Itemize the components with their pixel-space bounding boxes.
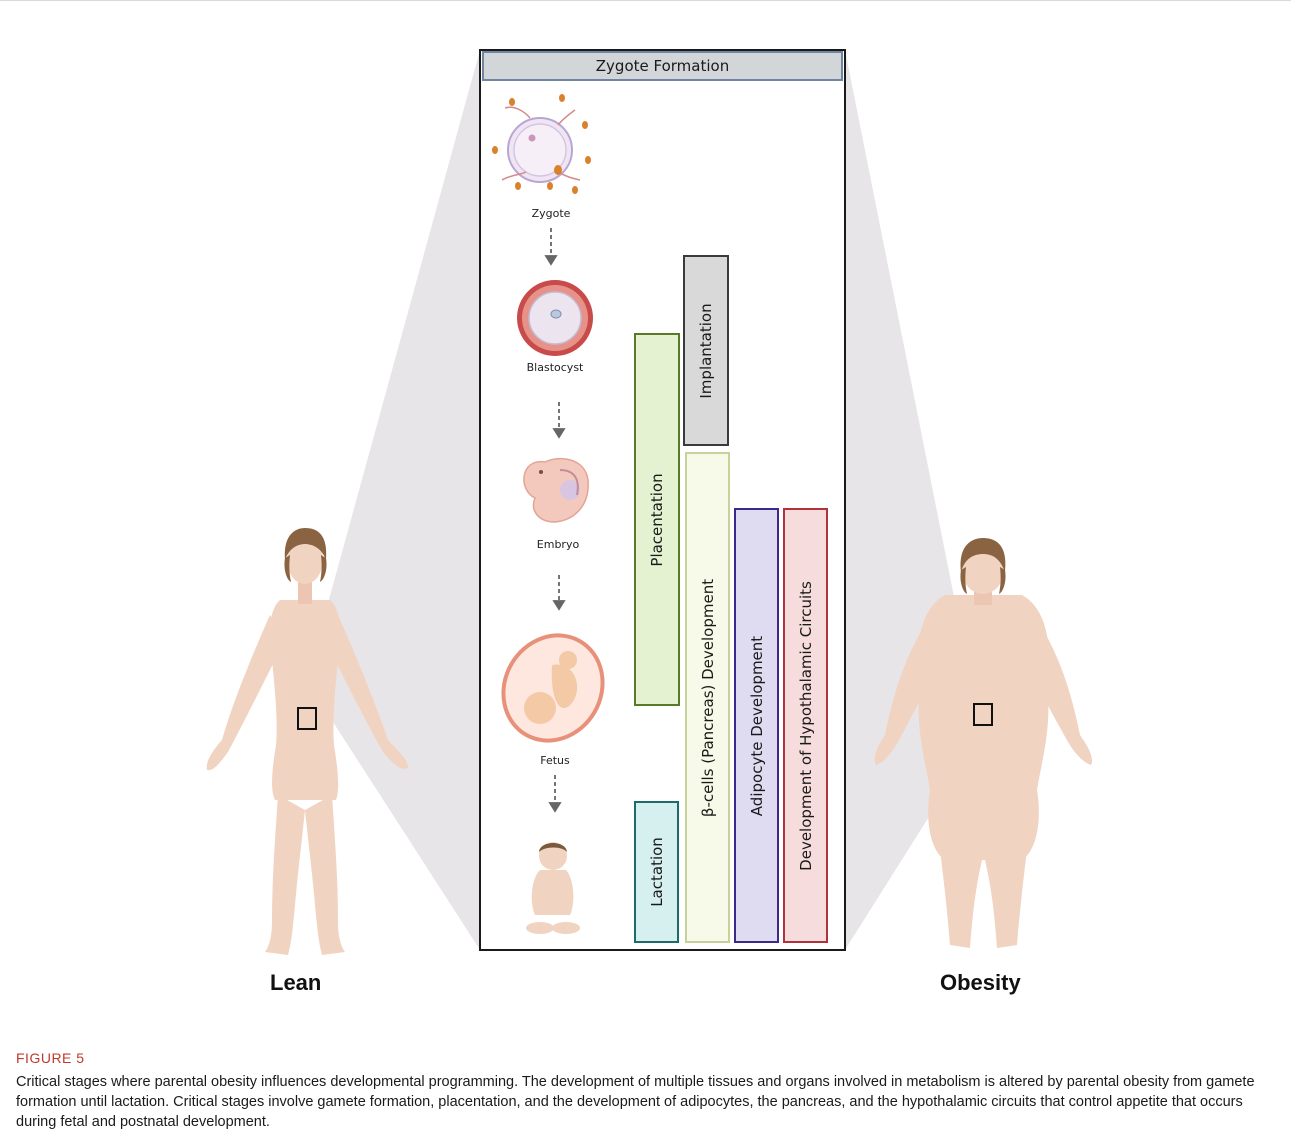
bar-adipocyte-label: Adipocyte Development <box>748 635 766 815</box>
stage-label-blastocyst: Blastocyst <box>505 361 605 374</box>
bar-lactation-label: Lactation <box>648 837 666 907</box>
bar-placentation: Placentation <box>634 333 680 706</box>
stage-label-embryo: Embryo <box>508 538 608 551</box>
zygote-formation-header: Zygote Formation <box>482 51 843 81</box>
lean-label: Lean <box>270 970 321 996</box>
blastocyst-icon <box>517 280 593 356</box>
bar-implantation-label: Implantation <box>697 303 715 398</box>
figure-number: FIGURE 5 <box>16 1050 1278 1066</box>
bar-placentation-label: Placentation <box>648 473 666 566</box>
figure-caption-block: FIGURE 5 Critical stages where parental … <box>16 1050 1278 1132</box>
bar-hypothalamic-label: Development of Hypothalamic Circuits <box>797 581 815 871</box>
stage-label-zygote: Zygote <box>501 207 601 220</box>
bar-beta-cells: β-cells (Pancreas) Development <box>685 452 730 943</box>
bar-hypothalamic: Development of Hypothalamic Circuits <box>783 508 828 943</box>
bar-implantation: Implantation <box>683 255 729 446</box>
bar-adipocyte: Adipocyte Development <box>734 508 779 943</box>
figure-caption-text: Critical stages where parental obesity i… <box>16 1072 1278 1132</box>
obesity-label: Obesity <box>940 970 1021 996</box>
stage-label-fetus: Fetus <box>505 754 605 767</box>
bar-lactation: Lactation <box>634 801 679 943</box>
bar-beta-cells-label: β-cells (Pancreas) Development <box>699 578 717 816</box>
